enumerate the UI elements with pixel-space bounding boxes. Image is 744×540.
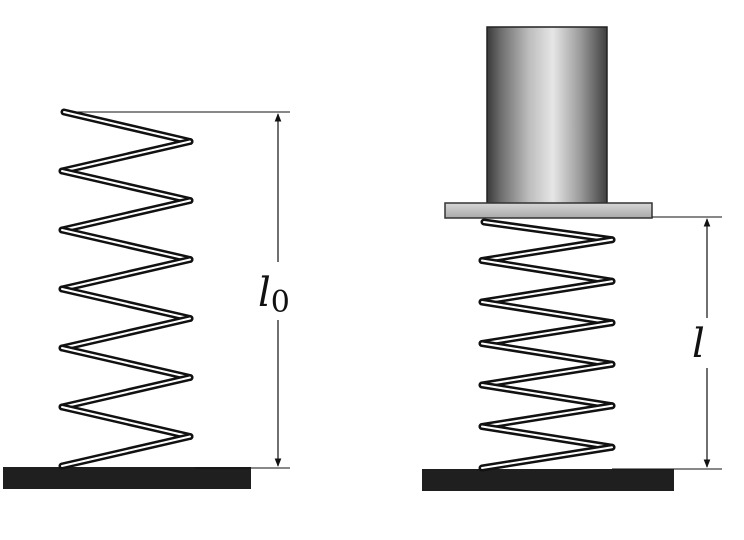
coil-highlight bbox=[61, 258, 191, 290]
coil-highlight bbox=[481, 321, 613, 345]
right-spring bbox=[478, 218, 616, 472]
coil-highlight bbox=[481, 363, 613, 386]
coil-highlight bbox=[61, 376, 191, 408]
coil-highlight bbox=[481, 301, 613, 324]
left-spring bbox=[58, 108, 194, 470]
left-length-label: l0 bbox=[258, 270, 290, 320]
compression-plate bbox=[444, 202, 653, 219]
left-label-backdrop bbox=[256, 262, 300, 320]
coil-highlight bbox=[481, 342, 613, 366]
coil-highlight bbox=[481, 446, 613, 469]
right-ground-base bbox=[422, 469, 674, 491]
coil-highlight bbox=[61, 288, 191, 320]
load-cylinder bbox=[486, 26, 608, 205]
coil-highlight bbox=[481, 384, 613, 407]
coil-highlight bbox=[63, 111, 191, 143]
coil-highlight bbox=[61, 317, 191, 349]
coil-highlight bbox=[483, 221, 613, 241]
left-assembly: l0 bbox=[3, 108, 300, 489]
coil-highlight bbox=[481, 404, 613, 428]
right-label-backdrop bbox=[688, 318, 718, 368]
coil-highlight bbox=[481, 259, 613, 283]
coil-highlight bbox=[61, 140, 191, 172]
coil-highlight bbox=[61, 170, 191, 202]
coil-highlight bbox=[61, 347, 191, 379]
left-ground-base bbox=[3, 467, 251, 489]
coil-highlight bbox=[61, 199, 191, 231]
coil-highlight bbox=[481, 280, 613, 303]
coil-highlight bbox=[61, 435, 191, 467]
coil-highlight bbox=[481, 425, 613, 449]
coil-highlight bbox=[61, 229, 191, 261]
coil-highlight bbox=[481, 238, 613, 262]
right-length-label: l bbox=[692, 321, 705, 367]
coil-highlight bbox=[61, 406, 191, 438]
right-assembly: l bbox=[422, 26, 722, 491]
